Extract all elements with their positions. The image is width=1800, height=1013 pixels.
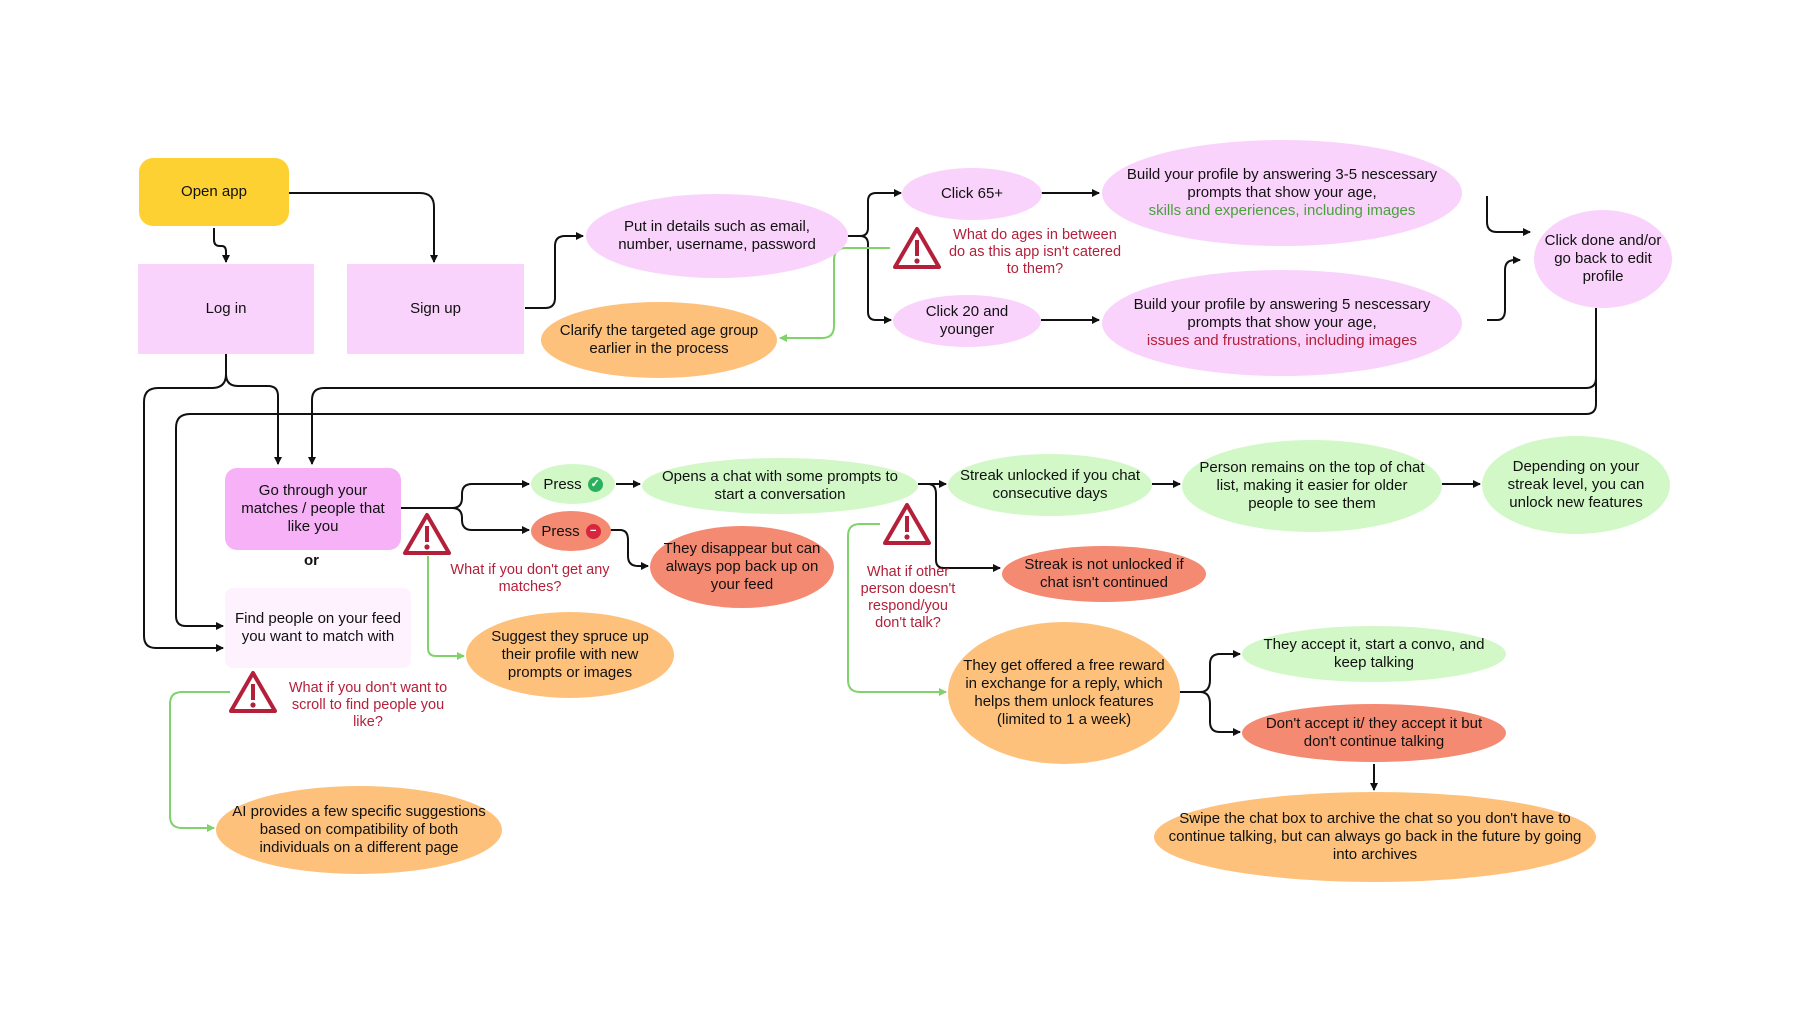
- edge-login-gothrough: [225, 354, 282, 465]
- node-disappear[interactable]: They disappear but can always pop back u…: [650, 526, 834, 608]
- edge-no-disappear: [610, 529, 649, 570]
- edge-build35-done: [1486, 196, 1531, 236]
- build-5-text: Build your profile by answering 5 nesces…: [1133, 296, 1431, 331]
- node-click-20[interactable]: Click 20 and younger: [893, 295, 1041, 347]
- edge-goth-no: [400, 507, 530, 534]
- press-no-label: Press: [541, 522, 580, 540]
- question-no-matches: What if you don't get any matches?: [450, 562, 610, 595]
- node-build-5[interactable]: Build your profile by answering 5 nesces…: [1102, 270, 1462, 376]
- edge-nomatch-spruce: [427, 556, 465, 660]
- edge-done-find: [175, 378, 1597, 630]
- edge-goth-yes: [400, 480, 530, 509]
- node-swipe[interactable]: Swipe the chat box to archive the chat s…: [1154, 792, 1596, 882]
- node-top-list[interactable]: Person remains on the top of chat list, …: [1182, 440, 1442, 532]
- node-click-65[interactable]: Click 65+: [902, 168, 1042, 220]
- node-ai[interactable]: AI provides a few specific suggestions b…: [216, 786, 502, 874]
- warning-triangle-icon: [229, 671, 277, 713]
- edge-open-login: [213, 228, 230, 263]
- edge-details-20: [848, 235, 892, 324]
- node-depending[interactable]: Depending on your streak level, you can …: [1482, 436, 1670, 534]
- or-label: or: [304, 552, 319, 569]
- edge-open-signup: [289, 192, 438, 263]
- node-build-35[interactable]: Build your profile by answering 3-5 nesc…: [1102, 140, 1462, 246]
- node-opens-chat[interactable]: Opens a chat with some prompts to start …: [642, 458, 918, 514]
- node-find-people[interactable]: Find people on your feed you want to mat…: [225, 588, 411, 668]
- edge-login-find: [143, 373, 227, 652]
- node-press-no[interactable]: Press −: [531, 511, 611, 551]
- build-5-highlight: issues and frustrations, including image…: [1146, 332, 1418, 349]
- minus-circle-icon: −: [585, 523, 601, 539]
- node-dont-accept[interactable]: Don't accept it/ they accept it but don'…: [1242, 704, 1506, 762]
- press-yes-label: Press: [543, 475, 582, 493]
- warning-triangle-icon: [893, 227, 941, 269]
- node-log-in[interactable]: Log in: [138, 264, 314, 354]
- edge-norespond-reward: [847, 523, 947, 696]
- node-clarify[interactable]: Clarify the targeted age group earlier i…: [541, 302, 777, 378]
- warning-triangle-icon: [883, 503, 931, 545]
- node-streak-not[interactable]: Streak is not unlocked if chat isn't con…: [1002, 546, 1206, 602]
- node-sign-up[interactable]: Sign up: [347, 264, 524, 354]
- node-spruce[interactable]: Suggest they spruce up their profile wit…: [466, 612, 674, 698]
- check-circle-icon: ✓: [587, 476, 603, 492]
- node-details[interactable]: Put in details such as email, number, us…: [586, 194, 848, 278]
- warning-triangle-icon: [403, 513, 451, 555]
- node-accept[interactable]: They accept it, start a convo, and keep …: [1242, 626, 1506, 682]
- edge-build5-done: [1487, 256, 1521, 321]
- node-go-through[interactable]: Go through your matches / people that li…: [225, 468, 401, 550]
- node-streak-unlocked[interactable]: Streak unlocked if you chat consecutive …: [948, 454, 1152, 516]
- question-no-scroll: What if you don't want to scroll to find…: [288, 680, 448, 730]
- edge-noscroll-ai: [169, 691, 230, 832]
- edge-reward-accept: [1180, 650, 1241, 693]
- question-no-respond: What if other person doesn't respond/you…: [860, 564, 956, 631]
- question-ages: What do ages in between do as this app i…: [948, 227, 1122, 277]
- node-free-reward[interactable]: They get offered a free reward in exchan…: [948, 622, 1180, 764]
- edge-chat-nostreak: [918, 483, 1001, 572]
- edge-reward-dont: [1180, 691, 1241, 736]
- edge-signup-details: [525, 232, 584, 309]
- node-press-yes[interactable]: Press ✓: [531, 464, 615, 504]
- node-open-app[interactable]: Open app: [139, 158, 289, 226]
- build-35-highlight: skills and experiences, including images: [1148, 202, 1416, 219]
- build-35-text: Build your profile by answering 3-5 nesc…: [1126, 166, 1438, 201]
- node-click-done[interactable]: Click done and/or go back to edit profil…: [1534, 210, 1672, 308]
